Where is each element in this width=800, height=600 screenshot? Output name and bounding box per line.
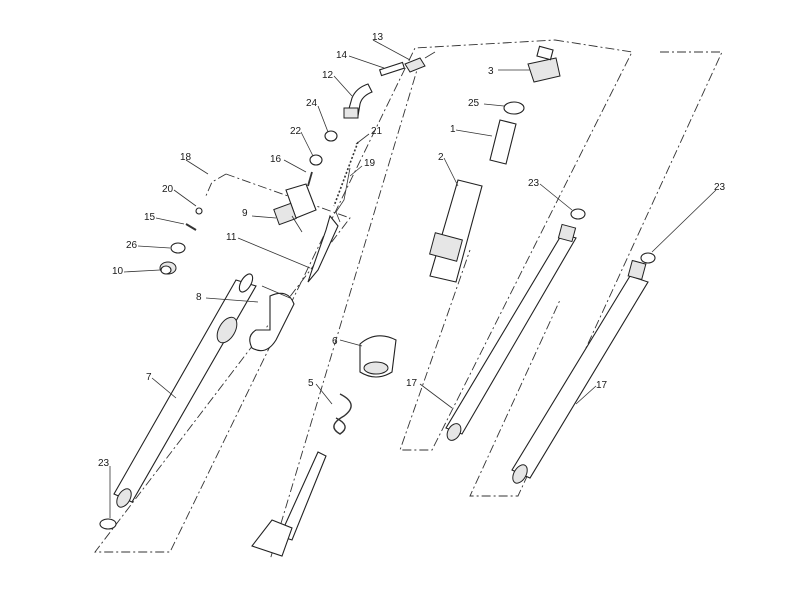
- callout-5: 5: [308, 378, 314, 389]
- assembly-outline-middle: [399, 39, 633, 451]
- part-8-handle: [249, 285, 295, 352]
- part-26-washer: [170, 242, 186, 254]
- part-17-tube-right: [511, 259, 649, 484]
- part-19-clip: [335, 167, 351, 223]
- callout-9: 9: [242, 208, 248, 219]
- assembly-outline-left-body: [94, 39, 556, 553]
- assembly-outline-left: [204, 173, 227, 199]
- part-9-valve-body: [273, 183, 317, 233]
- part-23-ring-left: [99, 518, 117, 530]
- callout-14: 14: [336, 50, 348, 61]
- part-22-washer: [309, 154, 323, 166]
- part-11-lever: [307, 214, 339, 283]
- part-13-nut: [404, 51, 436, 73]
- callout-13: 13: [372, 32, 384, 43]
- callout-23-right: 23: [714, 182, 726, 193]
- part-14-tube: [378, 61, 406, 77]
- part-25-oring: [503, 101, 525, 115]
- part-3-fitting: [527, 45, 561, 83]
- part-2-nozzle-body: [429, 179, 483, 283]
- part-1-insert: [489, 119, 517, 165]
- part-12-elbow: [343, 83, 373, 119]
- assembly-outline-right: [469, 51, 723, 497]
- callout-21: 21: [371, 126, 383, 137]
- callout-10: 10: [112, 266, 124, 277]
- callout-19: 19: [364, 158, 376, 169]
- part-23-ring-right: [640, 252, 656, 264]
- callout-1: 1: [450, 124, 456, 135]
- leader-lines: [109, 39, 717, 518]
- callout-17-middle: 17: [406, 378, 418, 389]
- callout-23-left: 23: [98, 458, 110, 469]
- part-24-washer: [324, 130, 338, 142]
- callout-18: 18: [180, 152, 192, 163]
- callout-11: 11: [226, 232, 237, 243]
- callout-24: 24: [306, 98, 318, 109]
- callout-20: 20: [162, 184, 174, 195]
- part-17-tube-middle: [445, 223, 577, 441]
- callout-15: 15: [144, 212, 156, 223]
- callout-3: 3: [488, 66, 494, 77]
- part-23-ring-middle: [570, 208, 586, 220]
- part-6-collar: [359, 335, 397, 378]
- part-10-cap: [159, 261, 177, 275]
- callout-22: 22: [290, 126, 302, 137]
- part-7-main-tube: [113, 273, 257, 508]
- callout-26: 26: [126, 240, 138, 251]
- callout-7: 7: [146, 372, 152, 383]
- callout-16: 16: [270, 154, 282, 165]
- part-21-spring: [333, 141, 359, 207]
- part-5-spring-clip: [333, 393, 352, 435]
- callout-8: 8: [196, 292, 202, 303]
- scraper-blade: [251, 451, 327, 557]
- callout-25: 25: [468, 98, 480, 109]
- part-20-ball: [195, 207, 203, 215]
- part-16-pin: [307, 171, 313, 187]
- callout-12: 12: [322, 70, 334, 81]
- callout-17-right: 17: [596, 380, 608, 391]
- callout-23-middle: 23: [528, 178, 540, 189]
- part-15-spring: [185, 223, 197, 231]
- callout-2: 2: [438, 152, 444, 163]
- axis-centre: [269, 59, 421, 561]
- callout-6: 6: [332, 336, 338, 347]
